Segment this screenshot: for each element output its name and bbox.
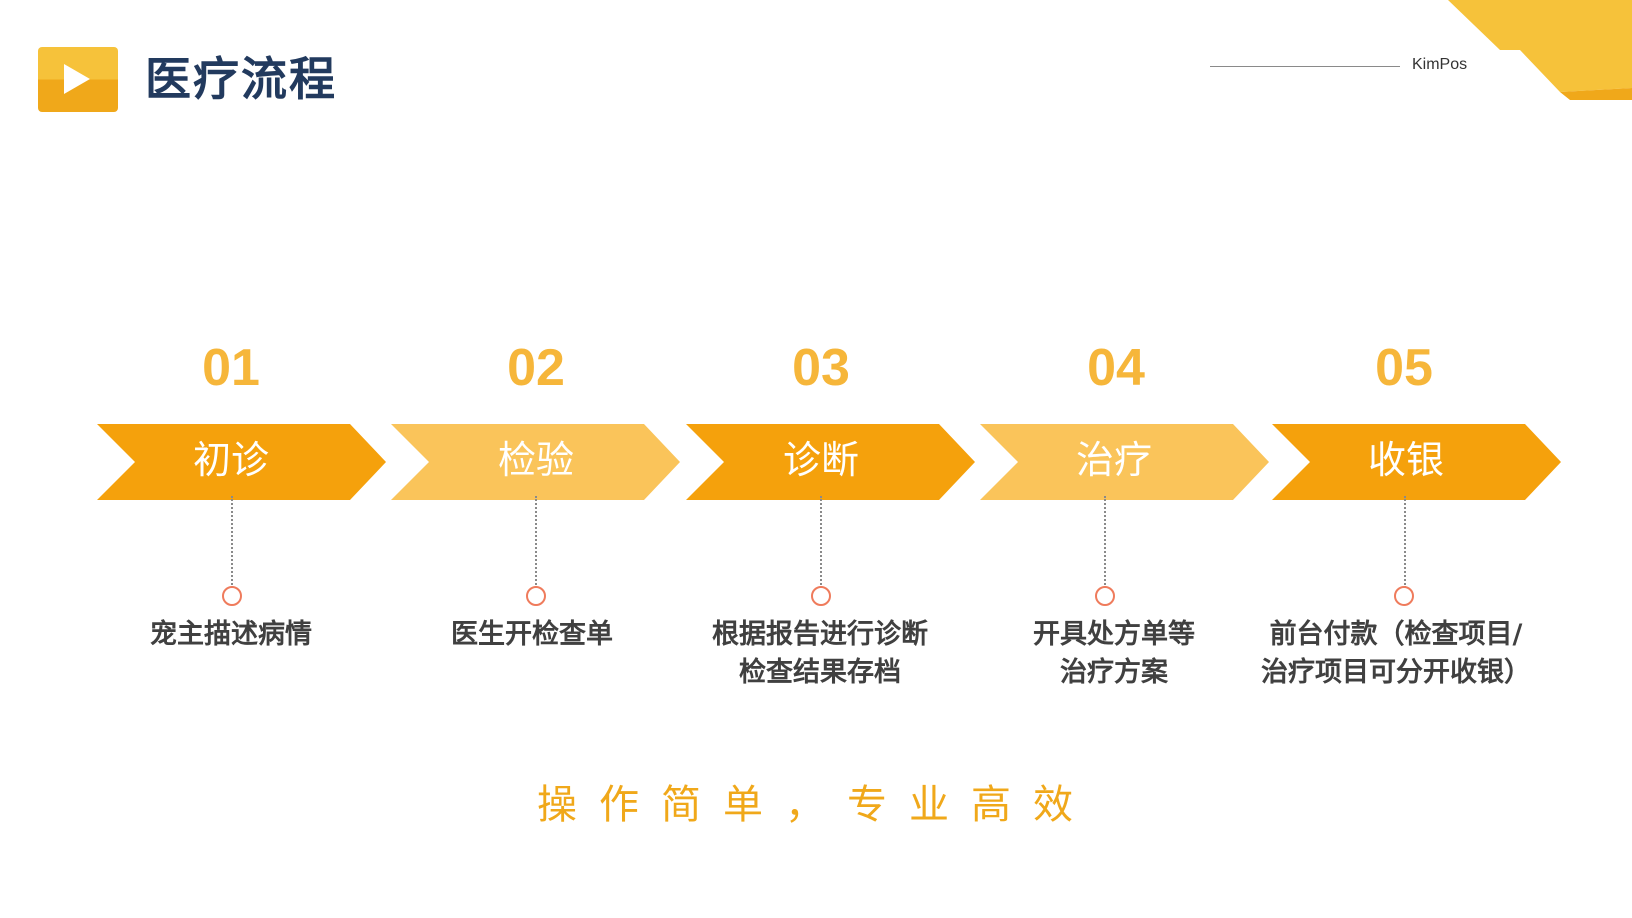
step-description-5-line-2: 治疗项目可分开收银） [1261, 657, 1531, 688]
step-label-5: 收银 [1367, 438, 1444, 482]
connector-3 [820, 496, 822, 588]
step-number-1: 01 [202, 339, 260, 397]
step-description-3: 根据报告进行诊断 检查结果存档 [670, 616, 970, 692]
step-description-5-line-1: 前台付款（检查项目/ [1269, 619, 1523, 650]
step-number-3: 03 [792, 339, 850, 397]
brand-divider [1210, 66, 1400, 67]
step-description-3-line-1: 根据报告进行诊断 [712, 619, 928, 650]
page-title: 医疗流程 [145, 52, 337, 106]
step-number-2: 02 [507, 339, 565, 397]
marker-circle-1 [222, 586, 242, 606]
brand-name: KimPos [1412, 56, 1468, 73]
step-description-5: 前台付款（检查项目/ 治疗项目可分开收银） [1246, 616, 1546, 692]
slogan: 操作简单，专业高效 [537, 782, 1095, 828]
connector-5 [1404, 496, 1406, 588]
step-label-1: 初诊 [192, 438, 269, 482]
step-label-3: 诊断 [782, 438, 859, 482]
step-description-2-line-1: 医生开检查单 [451, 619, 613, 650]
step-description-2: 医生开检查单 [382, 616, 682, 654]
connector-1 [231, 496, 233, 588]
step-description-1-line-1: 宠主描述病情 [150, 619, 312, 650]
arrow-step-2 [391, 424, 680, 500]
arrow-step-3 [686, 424, 975, 500]
step-description-4-line-2: 治疗方案 [1060, 657, 1168, 688]
step-description-1: 宠主描述病情 [81, 616, 381, 654]
connector-2 [535, 496, 537, 588]
step-label-4: 治疗 [1075, 438, 1152, 482]
marker-circle-3 [811, 586, 831, 606]
marker-circle-2 [526, 586, 546, 606]
corner-decoration [1420, 0, 1632, 100]
step-label-2: 检验 [497, 438, 574, 482]
marker-circle-5 [1394, 586, 1414, 606]
arrow-step-1 [97, 424, 386, 500]
process-arrows [97, 424, 1561, 500]
arrow-step-5 [1272, 424, 1561, 500]
connector-4 [1104, 496, 1106, 588]
arrow-step-4 [980, 424, 1269, 500]
marker-circle-4 [1095, 586, 1115, 606]
play-icon [64, 64, 90, 94]
logo-icon [38, 47, 118, 112]
step-number-5: 05 [1375, 339, 1433, 397]
step-number-4: 04 [1087, 339, 1145, 397]
step-description-4: 开具处方单等 治疗方案 [964, 616, 1264, 692]
step-description-3-line-2: 检查结果存档 [739, 657, 901, 688]
step-description-4-line-1: 开具处方单等 [1033, 619, 1195, 650]
